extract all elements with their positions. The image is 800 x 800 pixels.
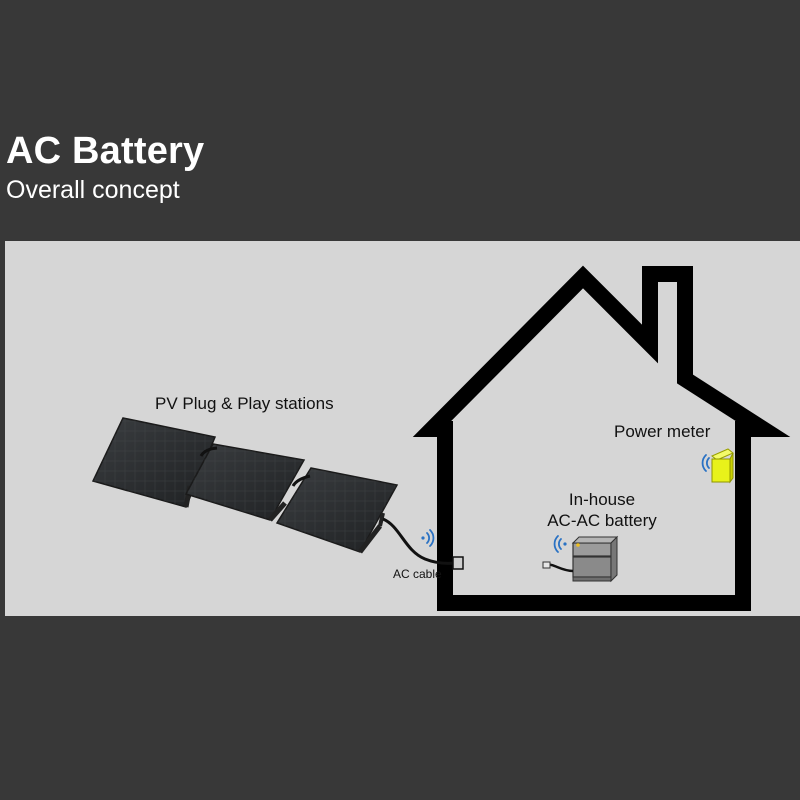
wifi-signal-icon — [421, 529, 435, 547]
solar-panel-1 — [91, 417, 217, 508]
power-meter — [711, 448, 734, 484]
solar-panel-3 — [275, 467, 399, 554]
battery-label-line2: AC-AC battery — [547, 511, 657, 530]
wall-outlet — [452, 556, 464, 570]
battery-label-line1: In-house — [568, 490, 636, 509]
wifi-signal-icon — [553, 535, 567, 553]
ac-cable — [382, 517, 456, 565]
panel-link-1 — [199, 446, 218, 457]
battery-stack — [542, 535, 619, 583]
page-title: AC Battery — [6, 130, 205, 172]
battery-label: In-house AC-AC battery — [527, 489, 677, 531]
page-subtitle: Overall concept — [6, 176, 180, 204]
panel-link-2 — [291, 474, 311, 487]
concept-diagram: PV Plug & Play stations Power meter In-h… — [5, 241, 800, 616]
diagram-canvas — [91, 265, 791, 611]
power-meter-label: Power meter — [614, 422, 711, 441]
solar-panel-2 — [184, 443, 306, 522]
house-outline — [412, 265, 791, 611]
pv-stations-label: PV Plug & Play stations — [155, 394, 334, 413]
ac-cable-label: AC cable — [393, 567, 442, 581]
